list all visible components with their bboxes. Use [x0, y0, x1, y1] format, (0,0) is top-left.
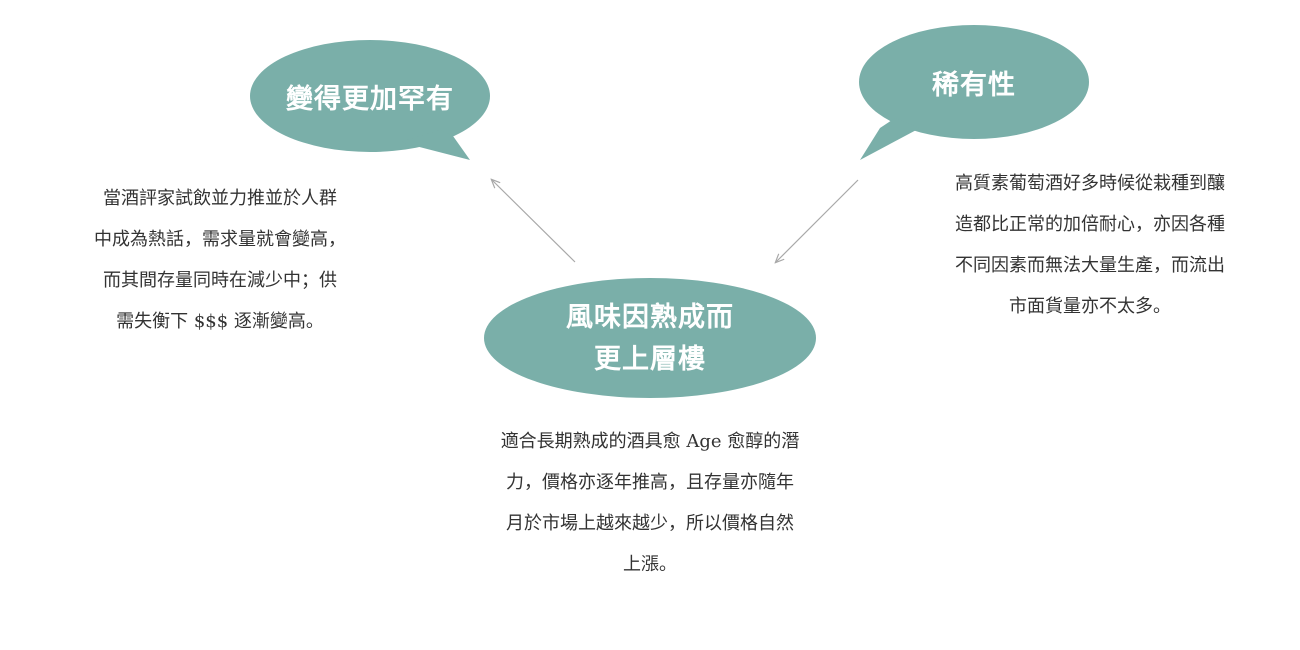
bubble-flavor-line-2: 更上層樓 — [594, 344, 706, 375]
description-flavor: 適合長期熟成的酒具愈 Age 愈醇的潛 力，價格亦逐年推高，且存量亦隨年 月於市… — [470, 421, 830, 585]
description-rarer-line: 而其間存量同時在減少中；供 — [103, 270, 337, 291]
arrow-to-rarer — [492, 180, 576, 263]
description-rarity-line: 市面貨量亦不太多。 — [1009, 296, 1171, 317]
description-flavor-line: 適合長期熟成的酒具愈 Age 愈醇的潛 — [500, 431, 800, 452]
bubble-flavor-label: 風味因熟成而 更上層樓 — [485, 282, 815, 396]
description-rarity-line: 不同因素而無法大量生產，而流出 — [955, 255, 1225, 276]
description-rarer-line: 當酒評家試飲並力推並於人群 — [103, 188, 337, 209]
bubble-rarer-label: 變得更加罕有 — [250, 58, 490, 134]
bubble-rarity-label: 稀有性 — [860, 42, 1088, 122]
bubble-rarity — [859, 25, 1089, 160]
bubble-flavor — [484, 278, 816, 398]
description-rarity-line: 高質素葡萄酒好多時候從栽種到釀 — [955, 173, 1225, 194]
bubble-rarer-text: 變得更加罕有 — [286, 83, 454, 115]
description-flavor-line: 月於市場上越來越少，所以價格自然 — [506, 513, 794, 534]
description-rarer-line: 需失衡下 $$$ 逐漸變高。 — [116, 311, 324, 332]
arrow-from-rarity — [776, 179, 859, 262]
description-rarer: 當酒評家試飲並力推並於人群 中成為熱話，需求量就會變高， 而其間存量同時在減少中… — [70, 178, 370, 342]
description-flavor-line: 上漲。 — [623, 554, 677, 575]
description-rarity: 高質素葡萄酒好多時候從栽種到釀 造都比正常的加倍耐心，亦因各種 不同因素而無法大… — [920, 163, 1260, 327]
description-rarer-line: 中成為熱話，需求量就會變高， — [94, 229, 346, 250]
description-flavor-line: 力，價格亦逐年推高，且存量亦隨年 — [506, 472, 794, 493]
bubble-rarity-text: 稀有性 — [932, 69, 1016, 101]
bubble-flavor-line-1: 風味因熟成而 — [566, 302, 734, 333]
bubble-rarer — [250, 40, 490, 160]
description-rarity-line: 造都比正常的加倍耐心，亦因各種 — [955, 214, 1225, 235]
